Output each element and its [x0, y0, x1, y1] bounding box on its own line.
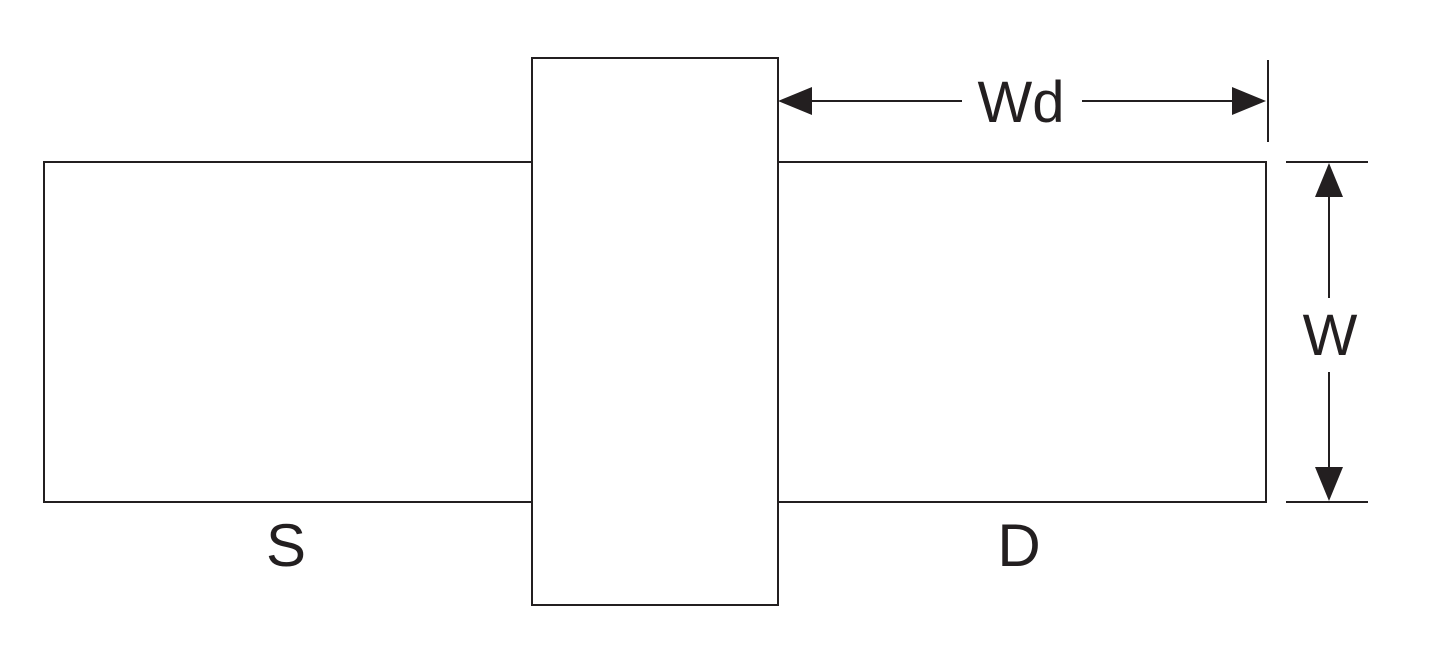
wd-dimension-label: Wd [978, 70, 1065, 135]
drain-region-label: D [997, 512, 1040, 579]
w-bottom-arrowhead-icon [1315, 467, 1343, 501]
w-dimension-label: W [1303, 303, 1358, 368]
source-region-label: S [266, 512, 306, 579]
gate-electrode-bar [531, 57, 779, 606]
w-top-arrowhead-icon [1315, 163, 1343, 197]
wd-left-arrowhead-icon [778, 87, 812, 115]
wd-right-arrowhead-icon [1232, 87, 1266, 115]
